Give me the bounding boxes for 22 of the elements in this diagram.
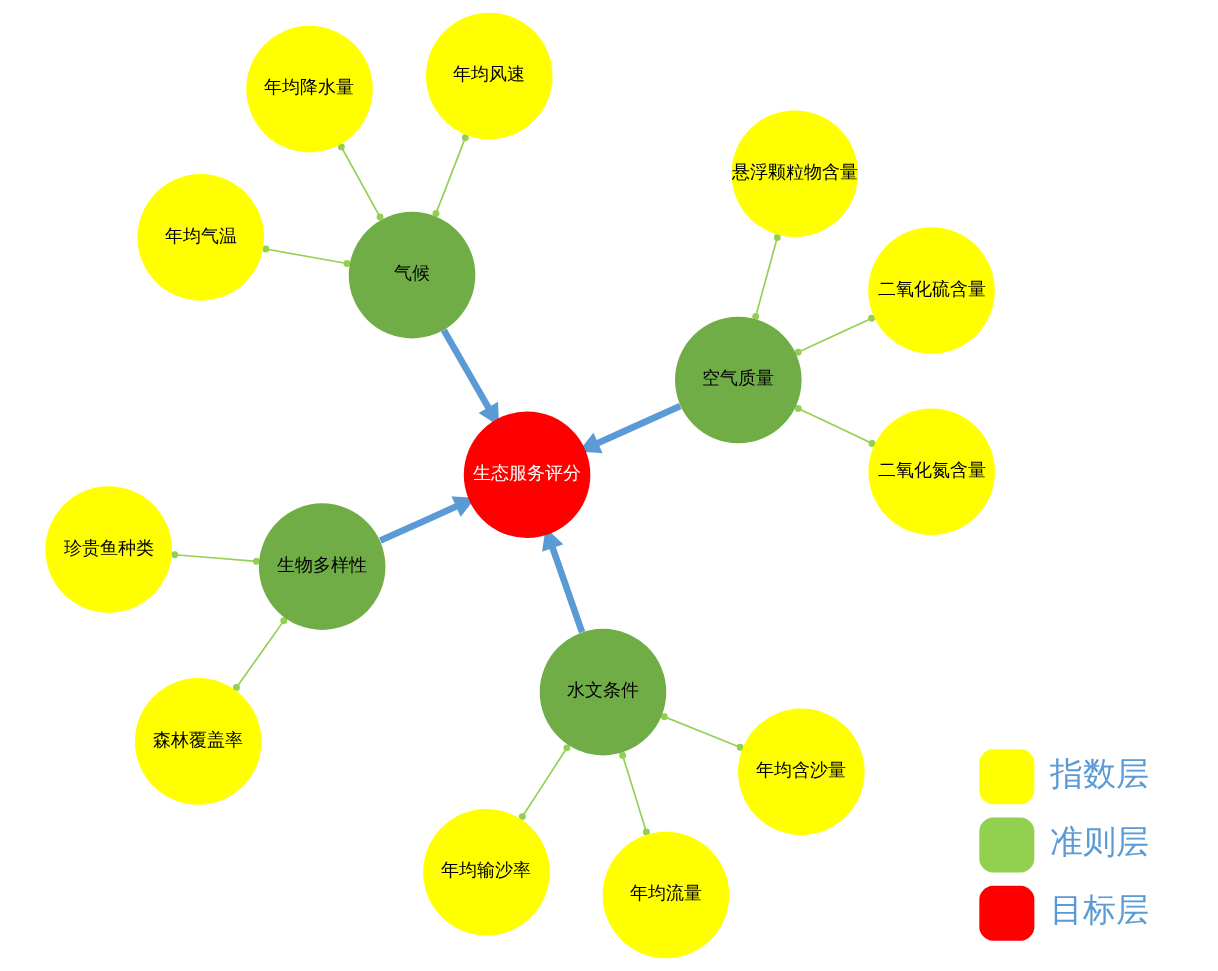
node-circle: 森林覆盖率 xyxy=(134,678,261,805)
node-circle: 年均气温 xyxy=(137,174,264,301)
connector xyxy=(618,752,650,836)
connector xyxy=(337,143,383,221)
connector xyxy=(518,744,570,821)
connector xyxy=(432,134,469,217)
node-circle: 珍贵鱼种类 xyxy=(44,486,172,613)
node-circle: 悬浮颗粒物含量 xyxy=(730,110,858,237)
connector xyxy=(232,617,287,691)
node-circle: 生物多样性 xyxy=(258,503,385,630)
legend-label: 指数层 xyxy=(1049,753,1149,793)
connector xyxy=(261,245,350,267)
connector xyxy=(794,314,875,356)
connector xyxy=(751,234,781,320)
legend-label: 目标层 xyxy=(1049,890,1149,930)
node-circle: 年均流量 xyxy=(602,831,729,959)
node-circle: 生态服务评分 xyxy=(463,411,590,539)
node-circle: 年均输沙率 xyxy=(422,808,550,936)
connector xyxy=(794,404,875,447)
legend-label: 准则层 xyxy=(1049,822,1149,862)
connector xyxy=(660,713,744,751)
connector xyxy=(170,551,260,565)
